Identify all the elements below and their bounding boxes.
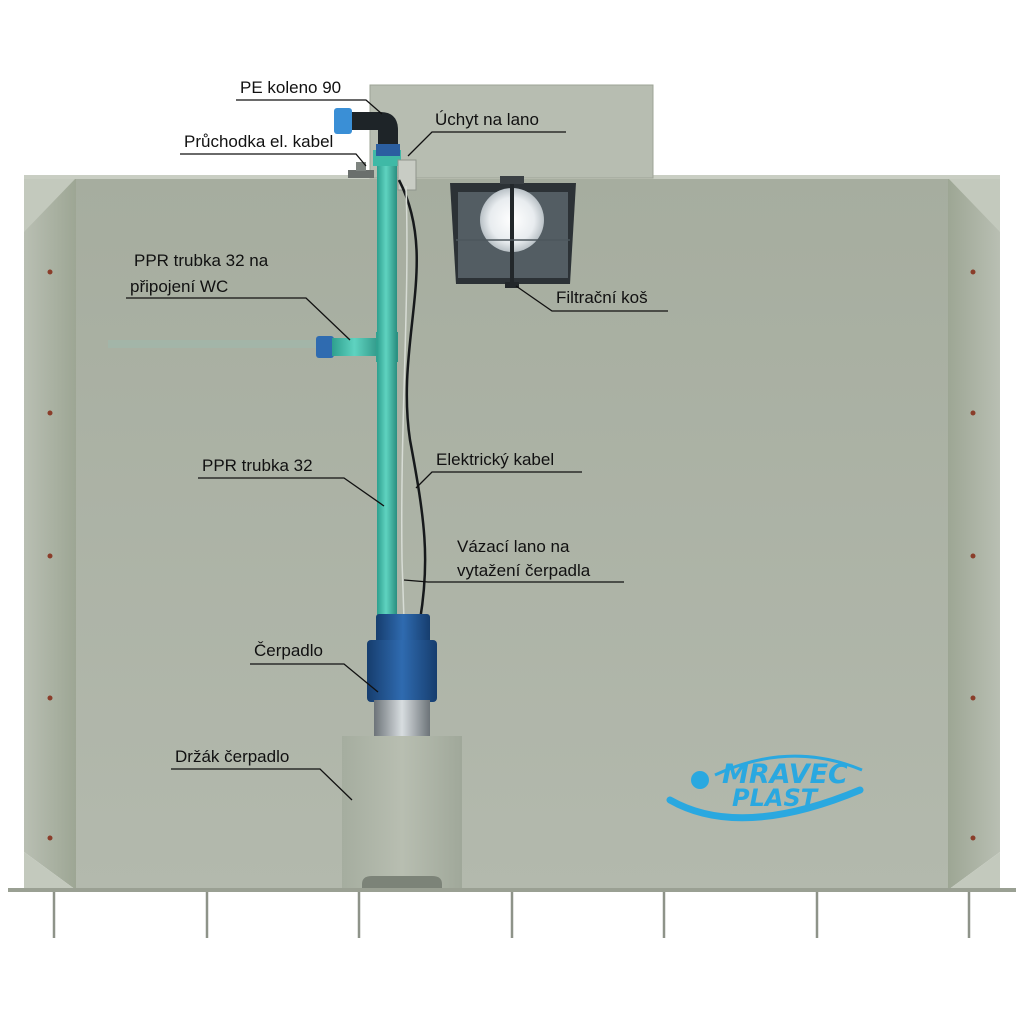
filter-basket-icon — [450, 176, 576, 288]
label-pe-koleno: PE koleno 90 — [240, 78, 341, 97]
rib-dots — [47, 269, 976, 841]
label-cerpadlo: Čerpadlo — [254, 641, 323, 660]
cable-gland-icon — [348, 162, 374, 178]
leader-cerpadlo — [250, 663, 379, 693]
leader-pruchodka — [180, 153, 367, 167]
tank-right-wall — [948, 178, 1000, 890]
label-uchyt: Úchyt na lano — [435, 110, 539, 129]
leader-elektricky-kabel — [415, 471, 582, 489]
label-vazaci-line2: vytažení čerpadla — [457, 561, 591, 580]
label-ppr-wc-line2: připojení WC — [130, 277, 228, 296]
tank-back-wall — [76, 178, 948, 890]
electric-cable — [397, 179, 427, 621]
leader-uchyt — [407, 131, 566, 157]
label-pruchodka: Průchodka el. kabel — [184, 132, 333, 151]
label-elektricky-kabel: Elektrický kabel — [436, 450, 554, 469]
tank-left-wall — [24, 178, 76, 890]
pump-icon — [367, 614, 437, 738]
leader-drzak — [171, 768, 353, 801]
tank-chamfer-tl — [24, 178, 76, 232]
label-drzak: Držák čerpadlo — [175, 747, 289, 766]
label-vazaci-line1: Vázací lano na — [457, 537, 570, 556]
leader-filtracni-kos — [515, 285, 668, 312]
support-legs — [52, 892, 971, 938]
label-ppr-wc-line1: PPR trubka 32 na — [134, 251, 269, 270]
label-ppr-trubka: PPR trubka 32 — [202, 456, 313, 475]
tank-chamfer-br — [948, 852, 1000, 890]
pump-holder-icon — [342, 736, 462, 888]
leader-ppr-wc — [126, 297, 351, 341]
pe-elbow-icon — [334, 108, 400, 156]
label-filtracni-kos: Filtrační koš — [556, 288, 648, 307]
tank-chamfer-bl — [24, 852, 76, 890]
binding-rope — [400, 185, 408, 621]
tank-base — [8, 888, 1016, 892]
leader-ppr-trubka — [198, 477, 385, 507]
mravec-plast-logo: MRAVEC PLAST — [666, 754, 864, 822]
leader-vazaci-lano — [403, 579, 624, 583]
logo-line1: MRAVEC — [722, 759, 848, 790]
logo-line2: PLAST — [732, 784, 819, 812]
main-vertical-pipe — [377, 158, 397, 618]
tank-chamfer-tr — [948, 178, 1000, 232]
leader-pe-koleno — [236, 99, 383, 115]
rope-holder-icon — [397, 159, 417, 191]
